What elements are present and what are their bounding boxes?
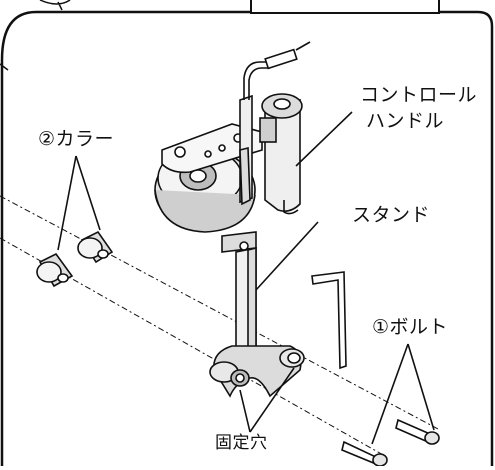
upper-arm [239, 94, 253, 206]
outer-frame-left [0, 10, 37, 466]
hex-key [311, 271, 347, 370]
label-stand: スタンド [352, 204, 431, 226]
bracket [161, 123, 263, 174]
label-bolt: ①ボルト [372, 316, 449, 338]
cable [243, 41, 311, 100]
label-collar: ②カラー [38, 128, 115, 150]
fixing-base [209, 345, 305, 398]
label-control-handle-1: コントロール [360, 84, 478, 106]
section-header-tab [250, 0, 440, 14]
collar-parts [36, 230, 114, 288]
label-control-handle-2: ハンドル [366, 110, 445, 132]
bolt-parts [341, 418, 440, 467]
leader-lines [57, 111, 435, 445]
corner-bits [0, 0, 71, 71]
control-handle-shape [259, 93, 303, 215]
outer-frame [36, 10, 494, 466]
label-fixing-hole: 固定穴 [215, 433, 268, 453]
